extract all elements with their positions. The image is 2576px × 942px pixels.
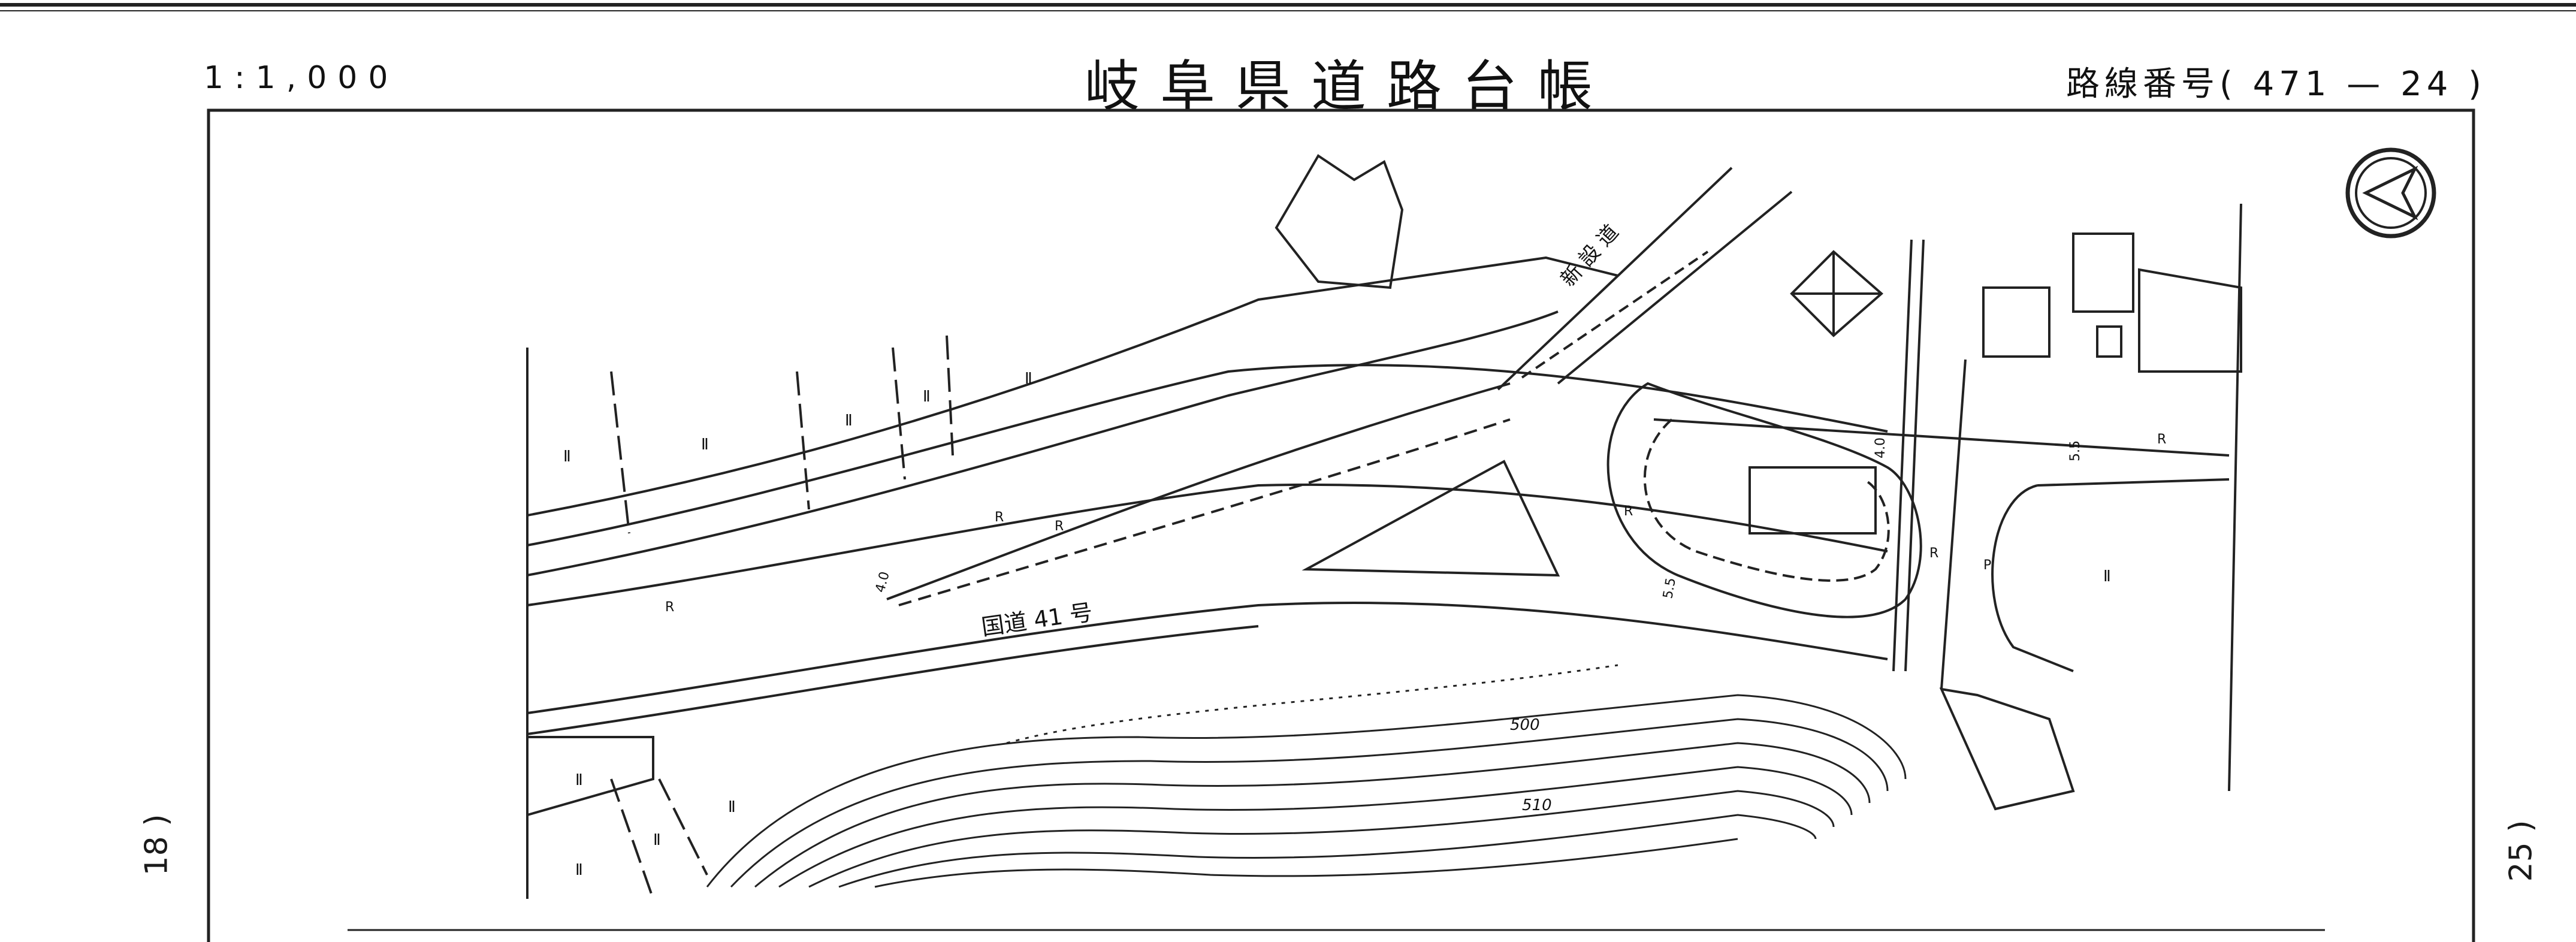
parcel-mark: Ⅱ	[563, 448, 571, 466]
parcel-mark: Ⅱ	[575, 861, 583, 879]
vertical-road	[1892, 239, 1913, 672]
upper-road-edge	[527, 310, 1559, 576]
route-number: 路線番号( 471 — 24 )	[2065, 65, 2486, 104]
parcel-line-2	[610, 371, 630, 534]
house-3	[2138, 268, 2242, 373]
lower-left-lot	[527, 736, 654, 816]
side-road-2	[1557, 191, 1793, 385]
right-lot-line	[2228, 203, 2242, 792]
parcel-line-4	[892, 347, 906, 480]
parcel-mark: Ⅱ	[575, 771, 583, 789]
diamond-structure	[1790, 250, 1884, 337]
mark-r-6: R	[2157, 432, 2166, 447]
parcel-mark: Ⅱ	[701, 436, 709, 454]
parcel-mark: Ⅱ	[845, 412, 853, 430]
traffic-island	[1301, 460, 1560, 577]
scale-label: 1:1,000	[204, 60, 399, 96]
east-road-2	[2037, 478, 2230, 487]
vertical-road-2	[1904, 239, 1925, 672]
loop-ramp-inner	[1643, 418, 1890, 582]
east-road	[1653, 418, 2230, 457]
parcel-line-5	[946, 335, 954, 456]
house-1	[1982, 286, 2050, 358]
parcel-mark: Ⅱ	[728, 798, 736, 816]
upper-road-edge-2	[527, 256, 1618, 517]
width-label-4: 5.5	[2068, 440, 2083, 461]
corner-lot	[1991, 484, 2074, 672]
parcel-mark: Ⅱ	[1025, 370, 1032, 388]
parcel-mark: Ⅱ	[653, 831, 661, 849]
lower-right-lot	[1939, 687, 2075, 811]
parcel-line-3	[796, 371, 810, 510]
building-top-left	[1275, 154, 1404, 289]
contour-lines	[706, 664, 1907, 888]
mark-r-2: R	[995, 510, 1004, 525]
house-4	[2096, 325, 2122, 358]
contour-label-510: 510	[1522, 796, 1552, 814]
national-route-41	[527, 364, 1888, 735]
parcel-mark: Ⅱ	[2103, 567, 2111, 585]
map-frame	[207, 108, 2475, 942]
width-label-1: 4.0	[873, 570, 893, 594]
page-title: 岐阜県道路台帳	[1085, 55, 1614, 119]
parcel-mark: Ⅱ	[923, 388, 931, 406]
building-rect	[1748, 466, 1877, 535]
lower-left-lot-3	[658, 778, 708, 875]
side-road	[1497, 167, 1733, 391]
lower-left-lot-2	[610, 778, 654, 899]
side-road-3	[1521, 250, 1709, 379]
mark-r-5: R	[1929, 546, 1938, 561]
width-label-2: 5.5	[1660, 576, 1679, 600]
mark-r-1: R	[665, 600, 674, 615]
vertical-road-3	[1940, 359, 1967, 690]
mark-r-4: R	[1624, 504, 1633, 519]
mark-p: P	[1983, 558, 1991, 573]
width-label-3: 4.0	[1873, 437, 1888, 458]
north-arrow-icon	[2345, 147, 2436, 238]
mark-r-3: R	[1055, 519, 1064, 534]
contour-label-500: 500	[1510, 716, 1540, 734]
house-2	[2072, 233, 2134, 313]
